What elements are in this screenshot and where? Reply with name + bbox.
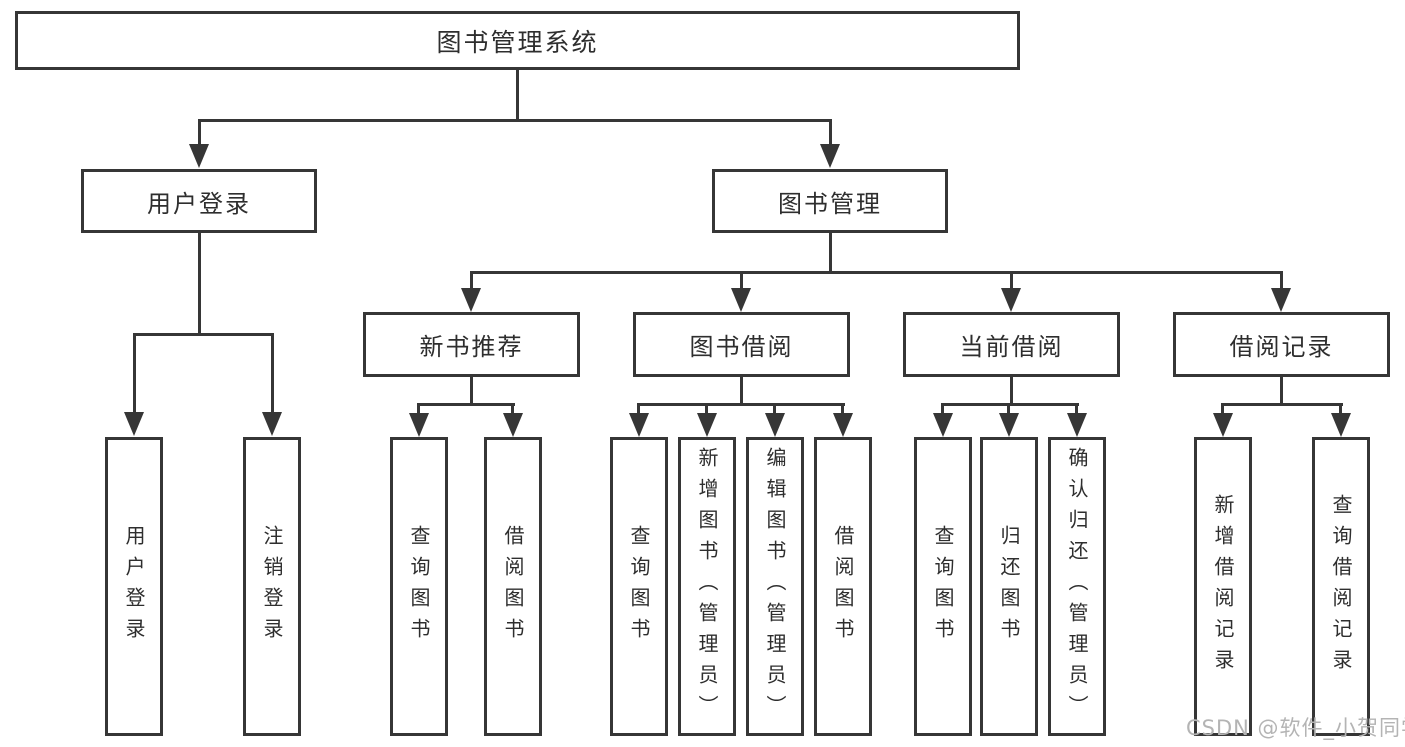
- connector-arrow-shaft: [1007, 403, 1010, 417]
- connector-arrow-shaft: [829, 119, 832, 149]
- leaf-query-books-current: 查询图书: [914, 437, 972, 736]
- leaf-query-books-recommend: 查询图书: [390, 437, 448, 736]
- connector-arrow-shaft: [941, 403, 944, 417]
- connector-level1-hline: [198, 119, 832, 122]
- connector-sub-hline: [417, 403, 515, 406]
- leaf-user-login: 用户登录: [105, 437, 163, 736]
- connector-arrow-shaft: [133, 333, 136, 415]
- arrow-down-icon: [409, 413, 429, 437]
- arrow-down-icon: [461, 288, 481, 312]
- connector-arrow-shaft: [637, 403, 640, 417]
- arrow-down-icon: [262, 412, 282, 436]
- connector-sub-hline: [1221, 403, 1343, 406]
- arrow-down-icon: [820, 144, 840, 168]
- arrow-down-icon: [629, 413, 649, 437]
- leaf-confirm-return-admin: 确认归还（管理员）: [1048, 437, 1106, 736]
- connector-stem: [470, 377, 473, 406]
- connector-stem: [740, 377, 743, 406]
- connector-arrow-shaft: [705, 403, 708, 417]
- arrow-down-icon: [1271, 288, 1291, 312]
- connector-root-stem: [516, 70, 519, 121]
- arrow-down-icon: [697, 413, 717, 437]
- connector-level2-hline: [470, 271, 1283, 274]
- arrow-down-icon: [503, 413, 523, 437]
- connector-arrow-shaft: [271, 333, 274, 415]
- connector-arrow-shaft: [1280, 271, 1283, 291]
- connector-arrow-shaft: [1221, 403, 1224, 417]
- leaf-borrow-books-borrowing: 借阅图书: [814, 437, 872, 736]
- node-borrowing-records: 借阅记录: [1173, 312, 1390, 377]
- arrow-down-icon: [933, 413, 953, 437]
- node-book-borrowing: 图书借阅: [633, 312, 850, 377]
- node-current-borrowing: 当前借阅: [903, 312, 1120, 377]
- connector-user-login-hline: [133, 333, 274, 336]
- connector-arrow-shaft: [1339, 403, 1342, 417]
- arrow-down-icon: [1331, 413, 1351, 437]
- arrow-down-icon: [833, 413, 853, 437]
- connector-arrow-shaft: [773, 403, 776, 417]
- connector-arrow-shaft: [198, 119, 201, 149]
- leaf-add-book-admin: 新增图书（管理员）: [678, 437, 736, 736]
- node-book-management: 图书管理: [712, 169, 948, 233]
- connector-sub-hline: [637, 403, 845, 406]
- leaf-logout-login: 注销登录: [243, 437, 301, 736]
- connector-arrow-shaft: [511, 403, 514, 417]
- arrow-down-icon: [1213, 413, 1233, 437]
- arrow-down-icon: [124, 412, 144, 436]
- connector-arrow-shaft: [1075, 403, 1078, 417]
- node-new-book-recommend: 新书推荐: [363, 312, 580, 377]
- connector-book-mgmt-stem: [829, 233, 832, 274]
- connector-user-login-stem: [198, 233, 201, 336]
- leaf-edit-book-admin: 编辑图书（管理员）: [746, 437, 804, 736]
- leaf-add-borrow-record: 新增借阅记录: [1194, 437, 1252, 736]
- connector-stem: [1010, 377, 1013, 406]
- connector-arrow-shaft: [470, 271, 473, 291]
- connector-arrow-shaft: [841, 403, 844, 417]
- connector-arrow-shaft: [417, 403, 420, 417]
- leaf-query-books-borrowing: 查询图书: [610, 437, 668, 736]
- arrow-down-icon: [999, 413, 1019, 437]
- node-root-system: 图书管理系统: [15, 11, 1020, 70]
- connector-stem: [1280, 377, 1283, 406]
- leaf-return-book: 归还图书: [980, 437, 1038, 736]
- arrow-down-icon: [731, 288, 751, 312]
- node-user-login: 用户登录: [81, 169, 317, 233]
- connector-sub-hline: [941, 403, 1079, 406]
- leaf-query-borrow-record: 查询借阅记录: [1312, 437, 1370, 736]
- connector-arrow-shaft: [1010, 271, 1013, 291]
- arrow-down-icon: [189, 144, 209, 168]
- connector-arrow-shaft: [740, 271, 743, 291]
- arrow-down-icon: [765, 413, 785, 437]
- arrow-down-icon: [1067, 413, 1087, 437]
- leaf-borrow-books-recommend: 借阅图书: [484, 437, 542, 736]
- arrow-down-icon: [1001, 288, 1021, 312]
- csdn-watermark: CSDN @软件_小贺同学: [1186, 716, 1405, 740]
